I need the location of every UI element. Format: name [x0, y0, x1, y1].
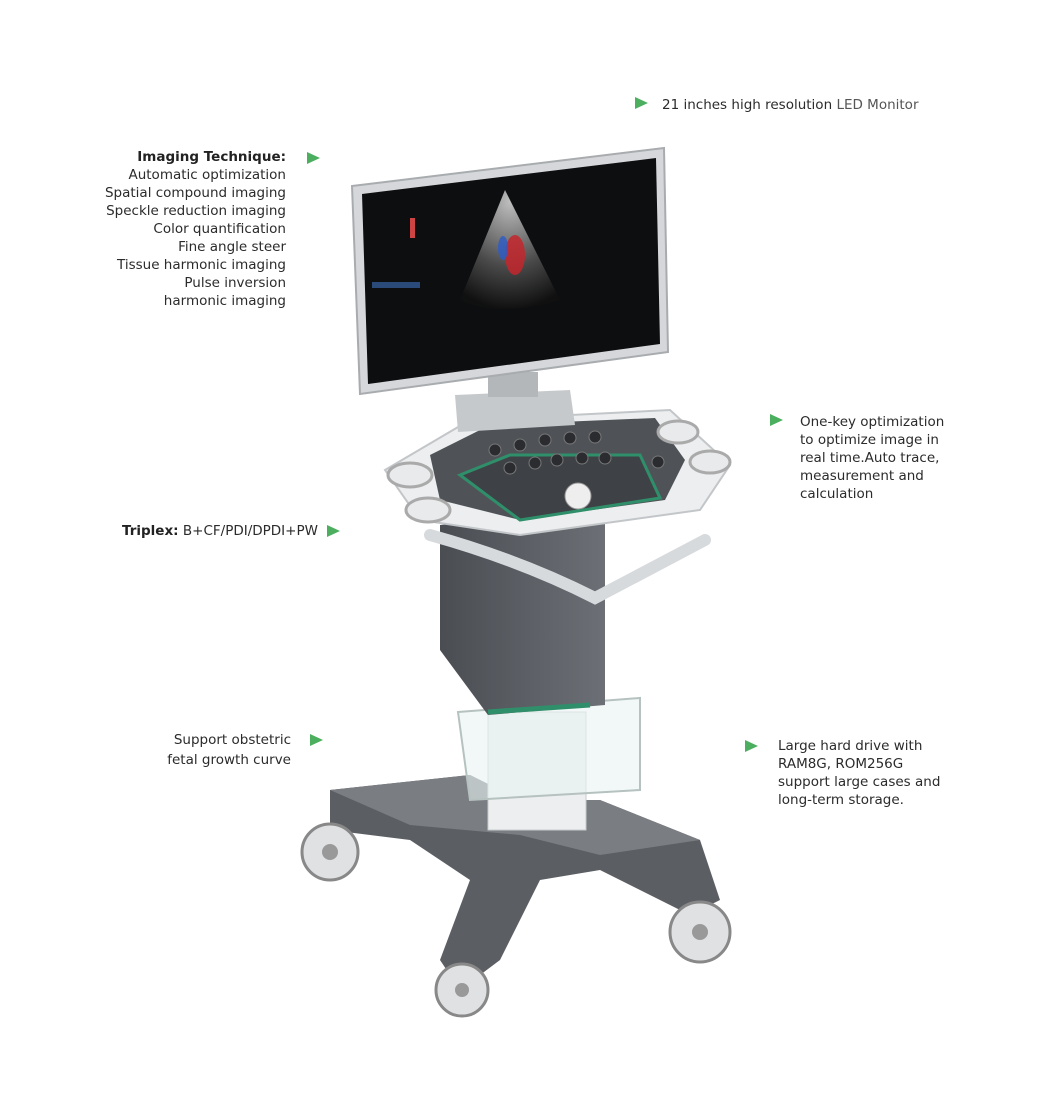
- callout-line: Large hard drive with: [778, 738, 923, 754]
- triplex-value: B+CF/PDI/DPDI+PW: [182, 523, 318, 539]
- triplex-callout: Triplex: B+CF/PDI/DPDI+PW: [122, 522, 318, 540]
- imaging-item: Fine angle steer: [178, 239, 286, 255]
- obstetric-callout: Support obstetric fetal growth curve: [167, 730, 291, 770]
- imaging-item: harmonic imaging: [163, 293, 286, 309]
- main-column: [440, 510, 605, 715]
- imaging-technique-callout: Imaging Technique: Automatic optimizatio…: [105, 148, 286, 310]
- imaging-technique-title: Imaging Technique:: [137, 149, 286, 165]
- monitor-callout-suffix: LED Monitor: [836, 97, 919, 113]
- imaging-item: Spatial compound imaging: [104, 185, 286, 201]
- bullet-arrow-icon: [327, 525, 340, 537]
- callout-line: real time.Auto trace,: [800, 450, 940, 466]
- wheels: [300, 822, 732, 1018]
- callout-line: support large cases and: [778, 774, 941, 790]
- control-panel: [383, 408, 732, 537]
- callout-line: calculation: [800, 486, 874, 502]
- imaging-item: Pulse inversion: [184, 275, 286, 291]
- callout-line: to optimize image in: [800, 432, 939, 448]
- basket: [456, 696, 641, 802]
- one-key-callout: One-key optimization to optimize image i…: [800, 413, 944, 503]
- storage-callout: Large hard drive with RAM8G, ROM256G sup…: [778, 737, 940, 809]
- imaging-item: Speckle reduction imaging: [106, 203, 286, 219]
- triplex-label: Triplex:: [122, 523, 179, 539]
- callout-line: RAM8G, ROM256G: [778, 756, 904, 772]
- bullet-arrow-icon: [635, 97, 648, 109]
- monitor-callout: 21 inches high resolution LED Monitor: [662, 96, 919, 114]
- imaging-item: Automatic optimization: [128, 167, 286, 183]
- callout-line: One-key optimization: [800, 414, 945, 430]
- handle: [424, 529, 711, 605]
- bullet-arrow-icon: [770, 414, 783, 426]
- callout-line: Support obstetric: [173, 732, 291, 748]
- imaging-item: Color quantification: [153, 221, 286, 237]
- bullet-arrow-icon: [310, 734, 323, 746]
- callout-line: measurement and: [800, 468, 924, 484]
- monitor: [350, 146, 670, 396]
- imaging-item: Tissue harmonic imaging: [117, 257, 286, 273]
- bullet-arrow-icon: [307, 152, 320, 164]
- bullet-arrow-icon: [745, 740, 758, 752]
- callout-line: fetal growth curve: [167, 752, 291, 768]
- monitor-stand: [455, 390, 575, 432]
- callout-line: long-term storage.: [778, 792, 904, 808]
- monitor-callout-text: 21 inches high resolution: [662, 97, 833, 113]
